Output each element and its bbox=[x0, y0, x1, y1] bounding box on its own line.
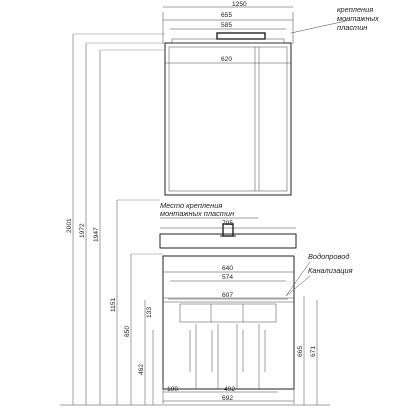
dim-692: 692 bbox=[222, 395, 233, 402]
dim-640: 640 bbox=[222, 265, 233, 272]
dim-607: 607 bbox=[222, 292, 233, 299]
plumbing-notes: Водопровод Канализация bbox=[285, 252, 353, 297]
dim-655: 655 bbox=[221, 12, 232, 19]
basin bbox=[159, 223, 297, 249]
mirror-mount-label-3: пластин bbox=[337, 23, 367, 32]
dim-100: 100 bbox=[167, 386, 178, 393]
vanity-cabinet bbox=[162, 255, 295, 390]
dim-1947: 1947 bbox=[93, 227, 100, 242]
mirror-cabinet bbox=[164, 32, 292, 196]
dim-1250: 1250 bbox=[232, 1, 247, 8]
vertical-dimensions: 2001 1972 1947 1151 850 462 133 665 671 bbox=[66, 33, 318, 405]
dim-585: 585 bbox=[221, 22, 232, 29]
mirror-mount-note: крепления монтажных пластин bbox=[290, 5, 379, 34]
mirror-dimensions: 1250 655 585 620 bbox=[162, 1, 294, 64]
dim-574: 574 bbox=[222, 274, 233, 281]
dim-133: 133 bbox=[146, 307, 153, 318]
mirror-mount-label-1: крепления bbox=[337, 5, 373, 14]
dim-2001: 2001 bbox=[66, 218, 73, 233]
vanity-dimensions: 705 640 574 607 100 492 692 bbox=[160, 220, 296, 404]
dim-1972: 1972 bbox=[79, 223, 86, 238]
dim-671: 671 bbox=[310, 346, 317, 357]
dim-620: 620 bbox=[221, 56, 232, 63]
dim-665: 665 bbox=[297, 346, 304, 357]
water-supply-label: Водопровод bbox=[308, 252, 349, 261]
dim-850: 850 bbox=[124, 326, 131, 337]
mirror-mount-label-2: монтажных bbox=[337, 14, 379, 23]
vanity-mount-label-1: Место крепления bbox=[160, 201, 222, 210]
vanity-mount-note: Место крепления монтажных пластин bbox=[160, 201, 258, 219]
sewer-label: Канализация bbox=[308, 266, 353, 275]
dim-705: 705 bbox=[222, 220, 233, 227]
dim-1151: 1151 bbox=[110, 297, 117, 312]
dim-462: 462 bbox=[138, 364, 145, 375]
vanity-mount-label-2: монтажных пластин bbox=[160, 209, 234, 218]
dim-492: 492 bbox=[224, 386, 235, 393]
